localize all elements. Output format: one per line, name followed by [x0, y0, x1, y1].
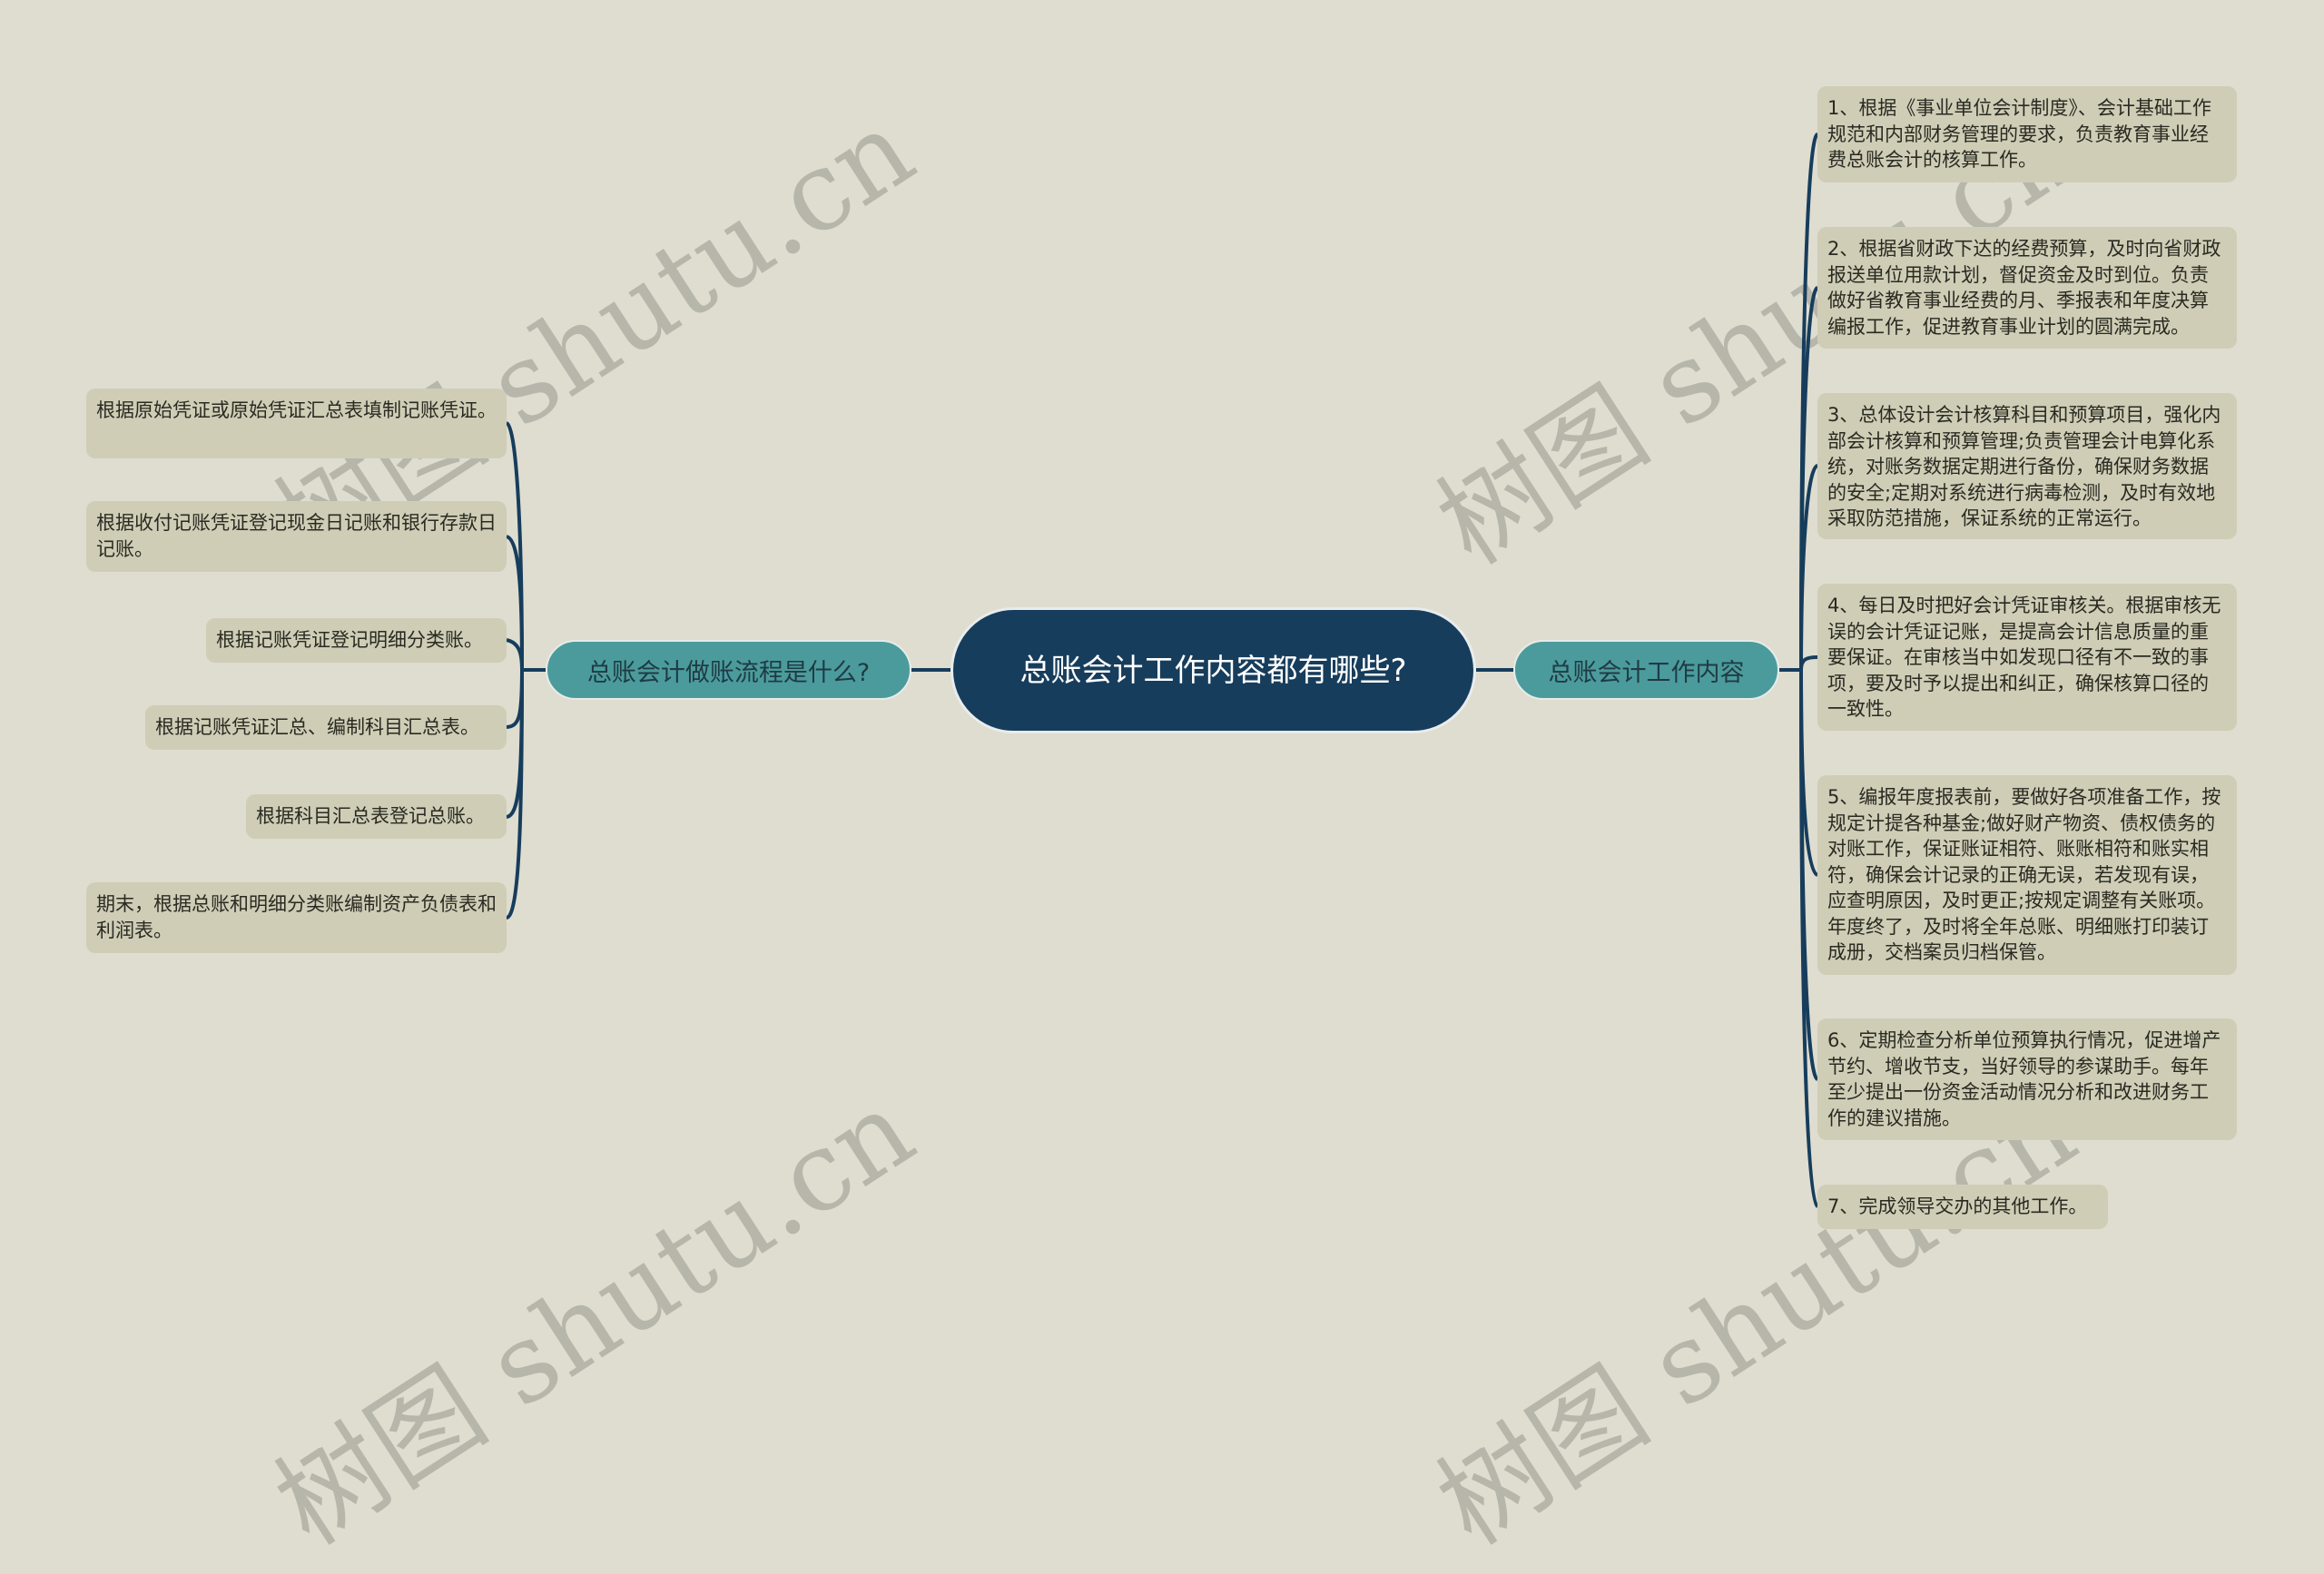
leaf-node[interactable]: 5、编报年度报表前，要做好各项准备工作，按规定计提各种基金;做好财产物资、债权债…	[1817, 775, 2237, 975]
leaf-text: 根据记账凭证汇总、编制科目汇总表。	[155, 716, 479, 738]
leaf-text: 2、根据省财政下达的经费预算，及时向省财政报送单位用款计划，督促资金及时到位。负…	[1827, 238, 2221, 338]
leaf-node[interactable]: 7、完成领导交办的其他工作。	[1817, 1185, 2108, 1229]
branch-node-process[interactable]: 总账会计做账流程是什么?	[546, 640, 911, 700]
leaf-text: 3、总体设计会计核算科目和预算项目，强化内部会计核算和预算管理;负责管理会计电算…	[1827, 404, 2221, 529]
branch-label: 总账会计工作内容	[1548, 658, 1745, 687]
leaf-node[interactable]: 根据科目汇总表登记总账。	[246, 794, 507, 839]
leaf-node[interactable]: 期末，根据总账和明细分类账编制资产负债表和利润表。	[86, 882, 507, 953]
connector-lines	[505, 133, 1819, 1208]
leaf-text: 7、完成领导交办的其他工作。	[1827, 1195, 2088, 1217]
leaf-node[interactable]: 根据原始凭证或原始凭证汇总表填制记账凭证。	[86, 389, 507, 458]
leaf-text: 根据收付记账凭证登记现金日记账和银行存款日记账。	[96, 512, 497, 560]
leaf-node[interactable]: 6、定期检查分析单位预算执行情况，促进增产节约、增收节支，当好领导的参谋助手。每…	[1817, 1018, 2237, 1140]
leaf-node[interactable]: 2、根据省财政下达的经费预算，及时向省财政报送单位用款计划，督促资金及时到位。负…	[1817, 227, 2237, 349]
leaf-text: 5、编报年度报表前，要做好各项准备工作，按规定计提各种基金;做好财产物资、债权债…	[1827, 786, 2221, 963]
leaf-text: 根据记账凭证登记明细分类账。	[216, 629, 483, 651]
leaf-text: 4、每日及时把好会计凭证审核关。根据审核无误的会计凭证记账，是提高会计信息质量的…	[1827, 595, 2221, 720]
leaf-node[interactable]: 根据记账凭证登记明细分类账。	[206, 618, 507, 663]
leaf-node[interactable]: 根据记账凭证汇总、编制科目汇总表。	[145, 705, 507, 750]
leaf-node[interactable]: 4、每日及时把好会计凭证审核关。根据审核无误的会计凭证记账，是提高会计信息质量的…	[1817, 584, 2237, 731]
branch-label: 总账会计做账流程是什么?	[586, 658, 871, 687]
leaf-text: 期末，根据总账和明细分类账编制资产负债表和利润表。	[96, 893, 497, 941]
root-label: 总账会计工作内容都有哪些?	[1019, 652, 1407, 689]
leaf-text: 6、定期检查分析单位预算执行情况，促进增产节约、增收节支，当好领导的参谋助手。每…	[1827, 1029, 2221, 1129]
leaf-node[interactable]: 根据收付记账凭证登记现金日记账和银行存款日记账。	[86, 501, 507, 572]
leaf-node[interactable]: 3、总体设计会计核算科目和预算项目，强化内部会计核算和预算管理;负责管理会计电算…	[1817, 393, 2237, 539]
leaf-text: 根据科目汇总表登记总账。	[256, 805, 485, 827]
branch-node-work-content[interactable]: 总账会计工作内容	[1513, 640, 1779, 700]
leaf-node[interactable]: 1、根据《事业单位会计制度》、会计基础工作规范和内部财务管理的要求，负责教育事业…	[1817, 86, 2237, 182]
leaf-text: 根据原始凭证或原始凭证汇总表填制记账凭证。	[96, 399, 497, 421]
root-node[interactable]: 总账会计工作内容都有哪些?	[950, 607, 1476, 733]
leaf-text: 1、根据《事业单位会计制度》、会计基础工作规范和内部财务管理的要求，负责教育事业…	[1827, 97, 2211, 171]
